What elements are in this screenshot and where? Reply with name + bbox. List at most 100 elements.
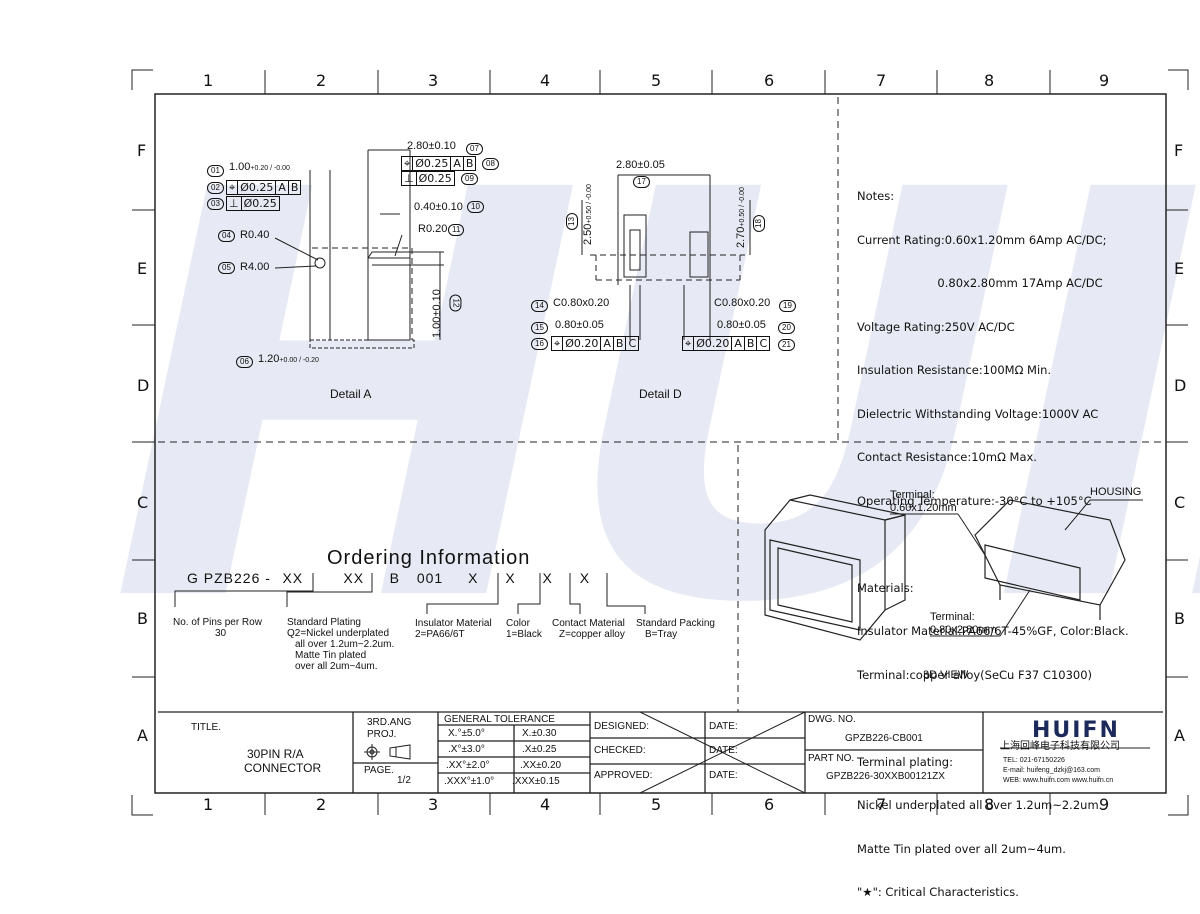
packing-label: Standard Packing (636, 618, 715, 629)
tol-angle-3: .XXX°±1.0° (444, 776, 495, 787)
grid-row-a-right: A (1174, 726, 1185, 745)
grid-row-b-right: B (1174, 609, 1185, 628)
grid-col-7-bottom: 7 (876, 795, 887, 814)
width-left: 0.80±0.05 (555, 319, 604, 331)
dwg-no-label: DWG. NO. (808, 714, 856, 725)
company-logo: HUIFN (1032, 718, 1120, 743)
radius-020: R0.20 (418, 223, 448, 235)
insulator-value: 2=PA66/6T (415, 629, 465, 640)
plating-line: all over 1.2um~2.2um. (295, 639, 395, 650)
contact-value: Z=copper alloy (559, 629, 625, 640)
notes-line: Insulator Material:PA66/6T-45%GF, Color:… (857, 624, 1129, 638)
date-label: DATE: (709, 721, 738, 732)
grid-col-3: 3 (428, 71, 439, 90)
grid-row-e: E (137, 259, 148, 278)
grid-row-d: D (137, 376, 150, 395)
grid-col-9: 9 (1099, 71, 1110, 90)
grid-col-1-bottom: 1 (203, 795, 214, 814)
grid-col-6-bottom: 6 (764, 795, 775, 814)
callout-01: 01 (207, 165, 224, 177)
plating-line: Q2=Nickel underplated (287, 628, 390, 639)
callout-17: 17 (633, 176, 650, 188)
grid-col-6: 6 (764, 71, 775, 90)
notes-line: Insulation Resistance:100MΩ Min. (857, 363, 1052, 377)
dim-100-vertical: 1.00±0.10 (431, 289, 443, 338)
pins-value: 30 (215, 628, 227, 639)
dim-280: 2.80±0.10 (407, 140, 456, 152)
callout-16: 16 (531, 338, 548, 350)
grid-col-5: 5 (651, 71, 662, 90)
tol-linear-0: X.±0.30 (522, 728, 557, 739)
callout-03: 03 (207, 198, 224, 210)
grid-row-d-right: D (1174, 376, 1187, 395)
pins-label: No. of Pins per Row (173, 617, 262, 628)
tol-linear-1: .X±0.25 (522, 744, 557, 755)
dim-280-d: 2.80±0.05 (616, 159, 665, 171)
callout-18: 18 (753, 215, 765, 232)
tol-angle-2: .XX°±2.0° (446, 760, 490, 771)
notes-line: Materials: (857, 580, 914, 595)
detail-a-caption: Detail A (330, 387, 372, 401)
tolerance-header: GENERAL TOLERANCE (444, 714, 555, 725)
callout-04: 04 (218, 230, 235, 242)
dim-120: 1.20+0.00 / -0.20 (258, 353, 319, 365)
callout-21: 21 (778, 339, 795, 351)
tol-linear-3: .XXX±0.15 (512, 776, 560, 787)
notes-block: Notes: Current Rating:0.60x1.20mm 6Amp A… (857, 160, 1129, 914)
terminal-large-size: 0.80x2.80mm (930, 624, 997, 636)
company-email: E-mail: huifeng_dzkj@163.com (1003, 767, 1100, 774)
callout-19: 19 (779, 300, 796, 312)
terminal-large-label: Terminal: (930, 611, 975, 623)
checked-label: CHECKED: (594, 745, 646, 756)
3d-view-caption: 3D VIEW (923, 669, 969, 681)
dim-100: 1.00+0.20 / -0.00 (229, 161, 290, 173)
grid-col-3-bottom: 3 (428, 795, 439, 814)
title-label: TITLE. (191, 722, 222, 733)
color-value: 1=Black (506, 629, 542, 640)
insulator-label: Insulator Material (415, 618, 492, 629)
detail-d-caption: Detail D (639, 387, 682, 401)
notes-line: Notes: (857, 189, 895, 203)
grid-col-1: 1 (203, 71, 214, 90)
packing-value: B=Tray (645, 629, 678, 640)
grid-col-8-bottom: 8 (984, 795, 995, 814)
terminal-small-label: Terminal: (890, 489, 935, 501)
drawing-frame (131, 69, 1189, 816)
grid-col-8: 8 (984, 71, 995, 90)
grid-row-f-right: F (1174, 141, 1184, 160)
notes-line: Terminal plating: (857, 754, 953, 769)
grid-row-b: B (137, 609, 148, 628)
title-line-2: CONNECTOR (244, 761, 322, 775)
tol-linear-2: .XX±0.20 (520, 760, 562, 771)
proj-label-2: PROJ. (367, 729, 397, 740)
radius-400: R4.00 (240, 261, 270, 273)
notes-line: Dielectric Withstanding Voltage:1000V AC (857, 406, 1099, 421)
proj-label-1: 3RD.ANG (367, 717, 412, 728)
ordering-title: Ordering Information (327, 547, 531, 569)
callout-12: 12 (449, 294, 462, 312)
callout-14: 14 (531, 300, 548, 312)
tol-angle-0: X.°±5.0° (448, 728, 485, 739)
callout-11: 11 (448, 224, 465, 236)
callout-13: 13 (566, 213, 578, 230)
dwg-no-value: GPZB226-CB001 (845, 733, 923, 744)
notes-line: Nickel underplated all over 1.2um~2.2um. (857, 798, 1103, 812)
approved-label: APPROVED: (594, 770, 653, 781)
notes-line: Voltage Rating:250V AC/DC (857, 319, 1015, 334)
company-name-cn: 上海回峰电子科技有限公司 (1000, 741, 1120, 752)
contact-label: Contact Material (552, 618, 625, 629)
grid-col-4-bottom: 4 (540, 795, 551, 814)
date-label: DATE: (709, 745, 738, 756)
dim-250: 2.50+0.50 / -0.00 (582, 184, 594, 245)
grid-row-f: F (137, 141, 147, 160)
notes-line: Current Rating:0.60x1.20mm 6Amp AC/DC; (857, 232, 1107, 247)
callout-02: 02 (207, 182, 224, 194)
title-line-1: 30PIN R/A (247, 747, 304, 761)
housing-label: HOUSING (1090, 486, 1142, 498)
plating-line: Matte Tin plated (295, 650, 367, 661)
notes-line: Matte Tin plated over all 2um~4um. (857, 841, 1066, 856)
grid-col-5-bottom: 5 (651, 795, 662, 814)
plating-label: Standard Plating (287, 617, 361, 628)
